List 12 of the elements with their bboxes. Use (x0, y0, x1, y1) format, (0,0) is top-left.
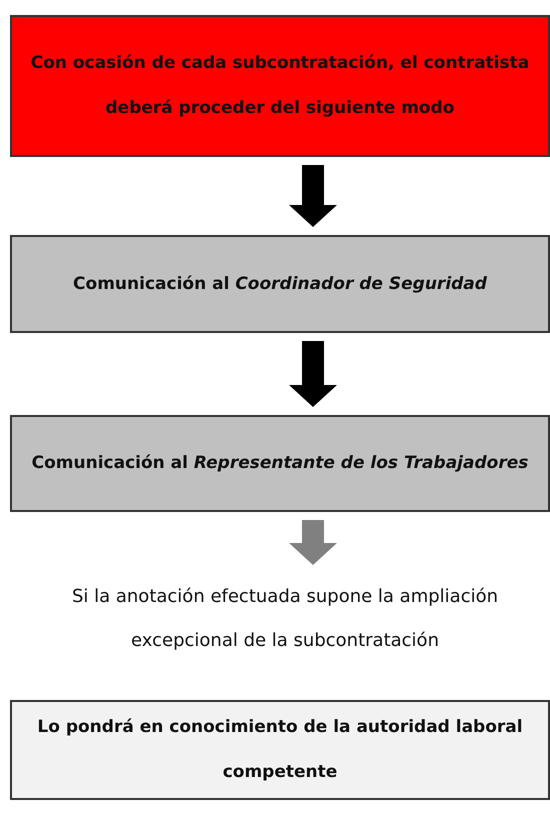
box-text: Con ocasión de cada subcontratación, el contratista deberá proceder del siguiente modo (30, 52, 530, 120)
process-box (10, 15, 550, 157)
box-text: Comunicación al Representante de los Trabajadores (32, 452, 528, 475)
block-arrow (289, 341, 337, 407)
process-box (10, 700, 550, 800)
box-text: Lo pondrá en conocimiento de la autoridad laboral competente (36, 716, 524, 784)
block-arrow (289, 520, 337, 565)
block-arrow (289, 165, 337, 227)
process-box (10, 415, 550, 512)
condition-text: Si la anotación efectuada supone la ampliación excepcional de la subcontratación (70, 585, 500, 653)
box-text: Comunicación al Coordinador de Seguridad (73, 272, 487, 296)
process-box (10, 235, 550, 333)
